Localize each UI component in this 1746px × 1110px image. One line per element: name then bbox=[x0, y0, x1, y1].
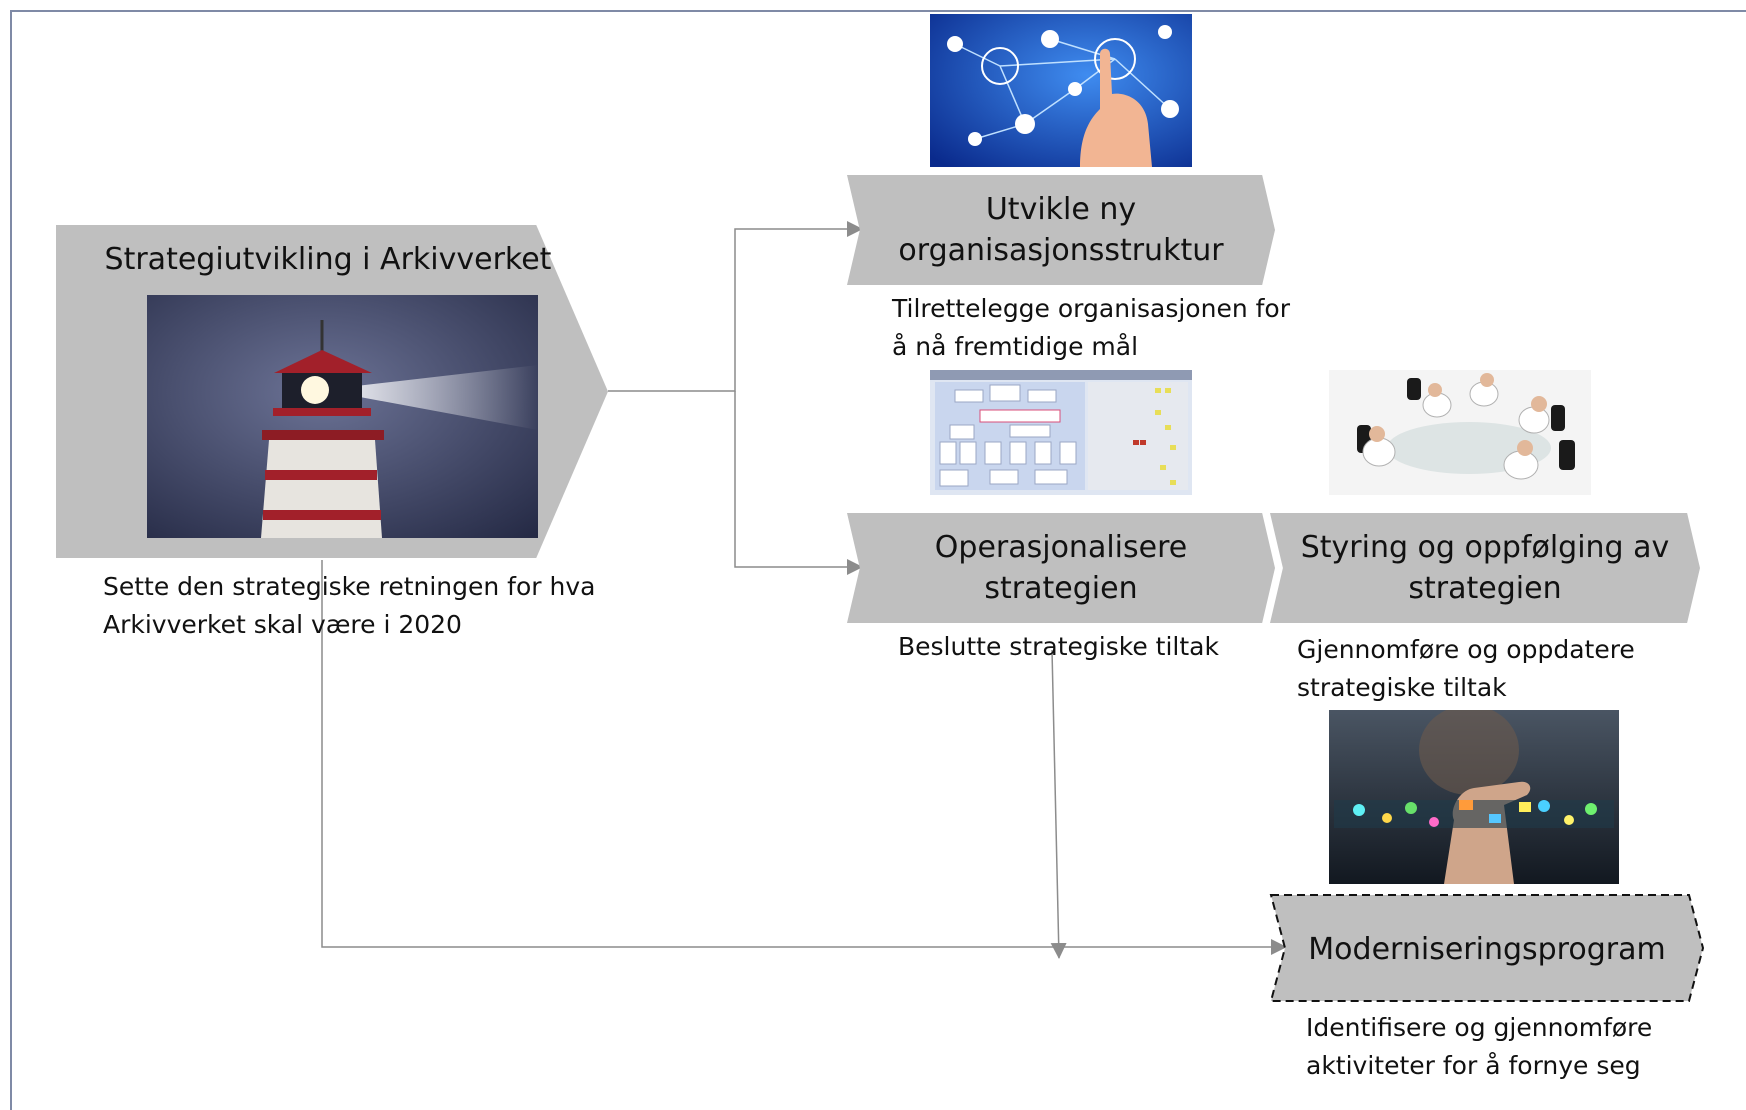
org-description: Tilrettelegge organisasjonen for å nå fr… bbox=[892, 294, 1290, 361]
steering-description: Gjennomføre og oppdatere strategiske til… bbox=[1297, 635, 1635, 702]
steering-box bbox=[1270, 513, 1700, 623]
org-title: Utvikle ny organisasjonsstruktur bbox=[898, 192, 1224, 268]
connector-strategy-to-operationalize bbox=[734, 391, 863, 575]
lighthouse-photo bbox=[147, 295, 538, 538]
org-box bbox=[847, 175, 1275, 285]
network-touch-photo bbox=[930, 14, 1192, 167]
modernization-title: Moderniseringsprogram bbox=[1308, 931, 1666, 967]
meeting-photo bbox=[1329, 370, 1591, 495]
operationalize-title: Operasjonalisere strategien bbox=[934, 530, 1188, 606]
strategy-map-thumbnail bbox=[930, 370, 1192, 495]
operationalize-box bbox=[847, 513, 1275, 623]
diagram-frame bbox=[10, 10, 1746, 1110]
connector-strategy-to-modernization bbox=[321, 560, 1287, 955]
strategy-title: Strategiutvikling i Arkivverket bbox=[104, 241, 552, 277]
modernization-description: Identifisere og gjennomføre aktiviteter … bbox=[1306, 1013, 1653, 1080]
strategy-description: Sette den strategiske retningen for hva … bbox=[103, 572, 596, 639]
modernization-box bbox=[1269, 894, 1705, 1002]
connector-strategy-to-org bbox=[608, 221, 863, 392]
operationalize-description: Beslutte strategiske tiltak bbox=[898, 632, 1219, 661]
steering-title: Styring og oppfølging av strategien bbox=[1300, 530, 1670, 606]
connector-operationalize-to-modernization bbox=[1050, 649, 1067, 959]
digital-hand-photo bbox=[1329, 710, 1619, 884]
